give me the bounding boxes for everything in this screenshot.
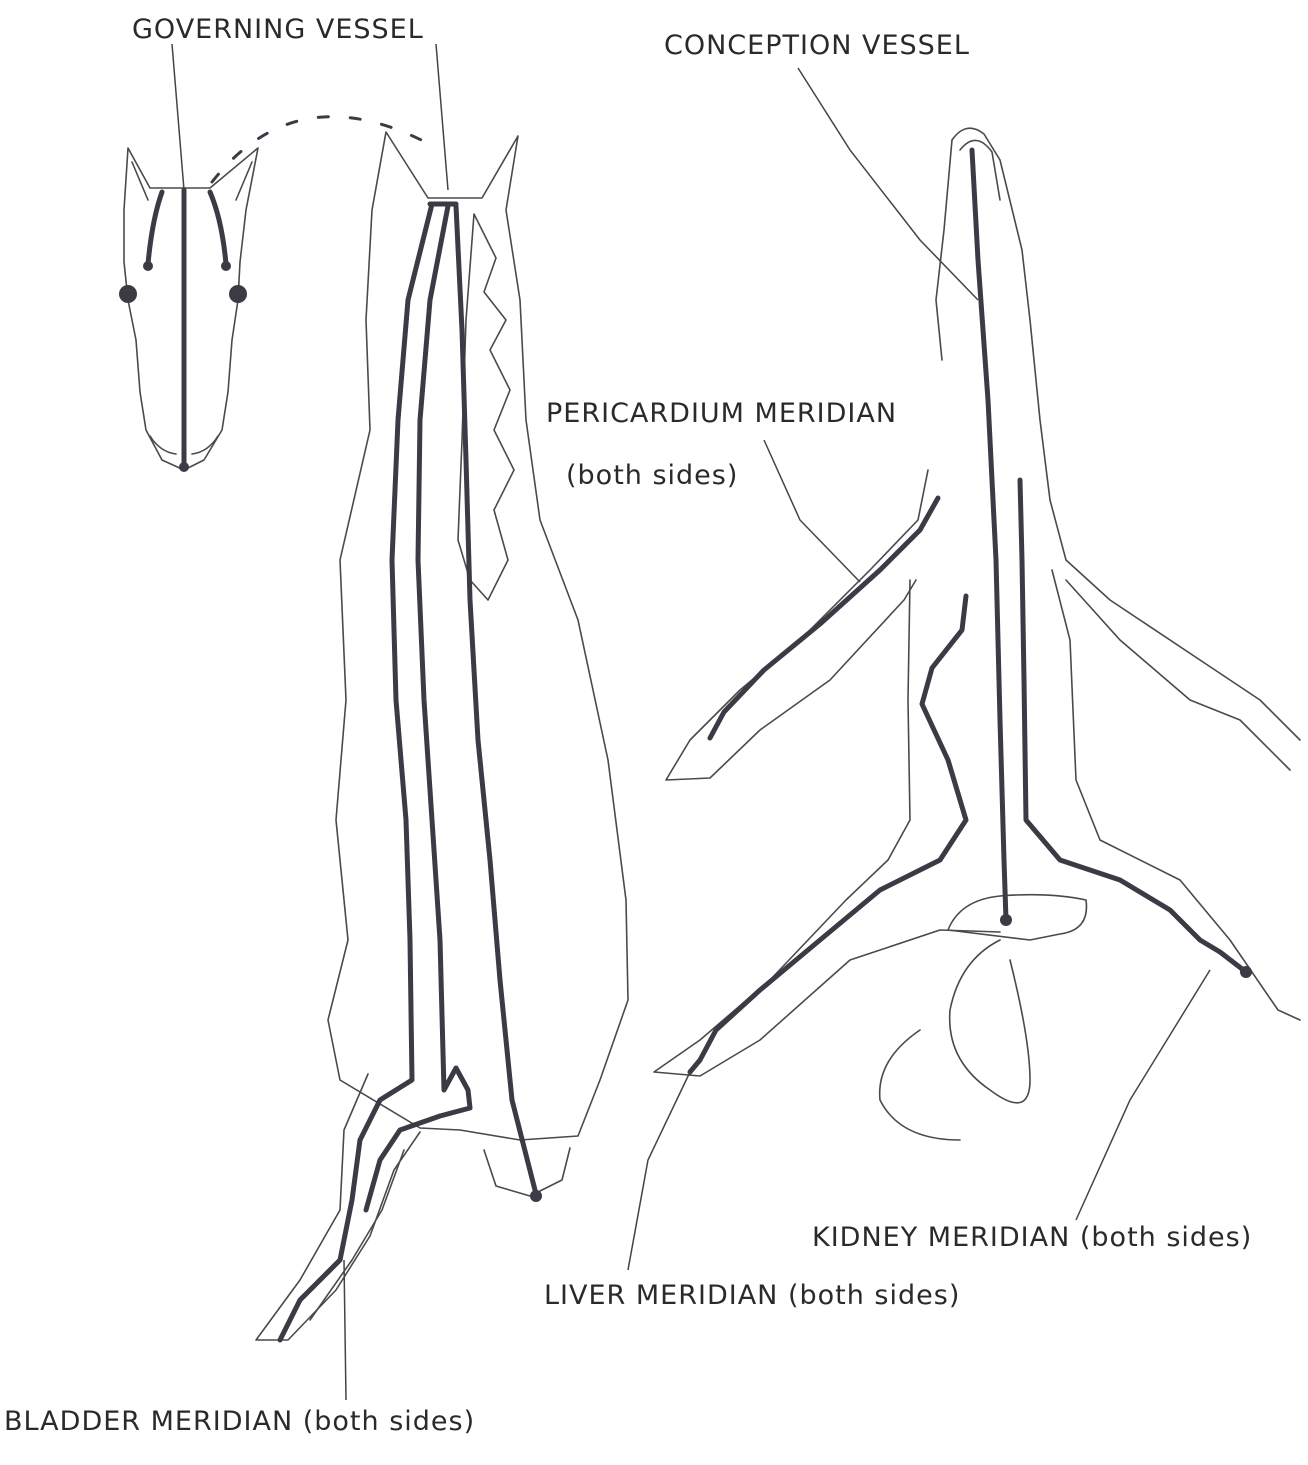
label-leader-lines [172,44,1210,1400]
body-tail-point [530,1190,542,1202]
liver-left-line [690,596,966,1072]
underside-belly-right [1052,570,1300,1020]
head-eye-right [229,285,247,303]
underside-tail-loop [950,940,1030,1103]
label-kidney-meridian: KIDNEY MERIDIAN (both sides) [812,1224,1252,1251]
underside-belly-left [654,580,1000,1076]
horse-head-front-view [119,148,258,472]
bladder-back-inner-line [366,206,470,1210]
head-nose-point [179,462,189,472]
leader-governing-vessel-body [436,44,448,190]
underside-foreleg-left [666,470,928,780]
horse-body-top-view [256,132,628,1340]
label-liver-meridian: LIVER MERIDIAN (both sides) [544,1282,960,1309]
conception-vessel-line [972,150,1006,920]
head-point-right [221,261,231,271]
underside-genital-outline [948,895,1086,940]
leader-kidney [1076,970,1210,1220]
leader-conception-vessel [798,68,978,300]
conception-vessel-end-point [1000,914,1012,926]
bladder-head-right-line [210,192,226,264]
leader-pericardium [764,440,860,582]
underside-tail-curl [880,1030,960,1140]
bladder-head-left-line [148,192,162,264]
body-outline [328,132,628,1140]
underside-foreleg-right [1066,580,1290,770]
label-pericardium-meridian: PERICARDIUM MERIDIAN [546,400,897,427]
label-bladder-meridian: BLADDER MERIDIAN (both sides) [4,1408,475,1435]
head-eye-left [119,285,137,303]
kidney-right-line [1020,480,1246,972]
horse-underside-view [654,128,1300,1140]
label-governing-vessel: GOVERNING VESSEL [132,16,424,43]
underside-neck-left-outline [936,140,952,360]
underside-neck-outline [952,128,1300,740]
leader-bladder [344,1260,346,1400]
connection-dashed-arc [212,117,440,182]
leader-liver [628,1072,690,1270]
leader-governing-vessel-head [172,44,184,190]
bladder-back-right-line [456,206,536,1194]
label-pericardium-sides: (both sides) [566,462,738,489]
kidney-end-point [1240,966,1252,978]
label-conception-vessel: CONCEPTION VESSEL [664,32,970,59]
head-point-left [143,261,153,271]
head-nostril-right [192,436,218,454]
bladder-back-left-line [280,204,432,1340]
